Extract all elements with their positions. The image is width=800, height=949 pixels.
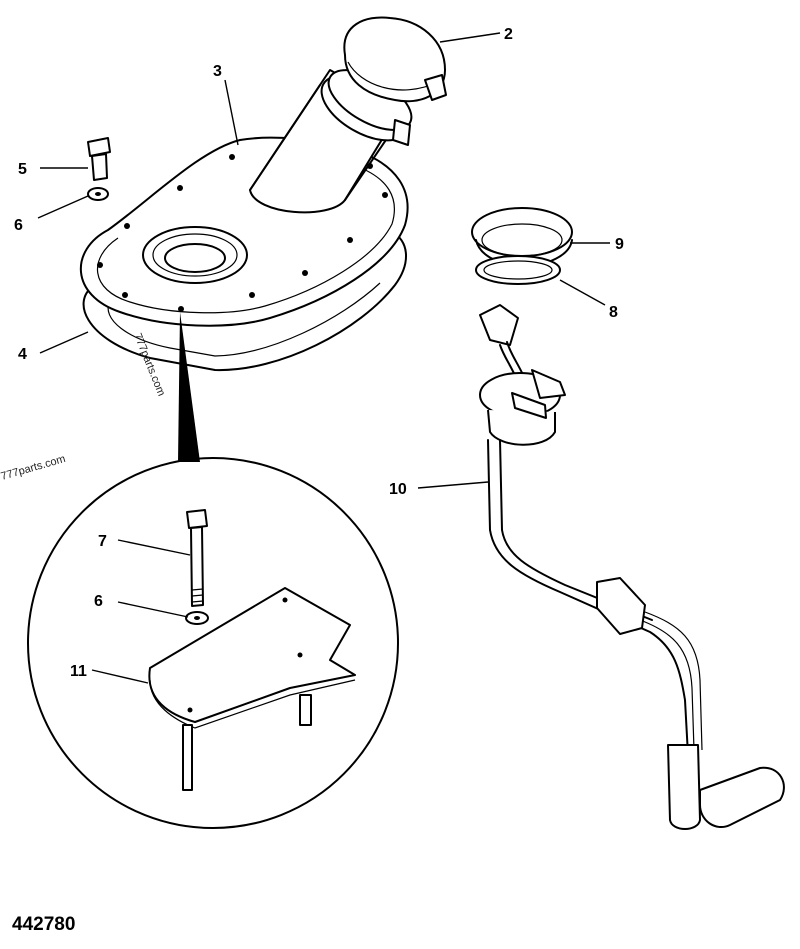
callout-11: 11 <box>70 663 87 680</box>
leader-lines <box>37 32 610 684</box>
watermark-diagonal: 777parts.com <box>0 453 67 483</box>
callout-6-top: 6 <box>14 217 23 234</box>
callout-2: 2 <box>504 26 513 43</box>
callout-5: 5 <box>18 161 27 178</box>
cover-bolt-holes <box>97 154 388 312</box>
detail-view <box>27 457 399 829</box>
filler-cap <box>343 16 447 103</box>
callout-labels: 2 3 4 5 6 6 7 8 9 10 11 <box>14 26 624 680</box>
bolt-5 <box>87 137 111 181</box>
callout-10: 10 <box>389 481 407 498</box>
filler-neck <box>249 69 413 214</box>
callout-7: 7 <box>98 533 107 550</box>
fuel-sender <box>479 304 785 830</box>
drawing-number: 442780 <box>12 914 75 935</box>
callout-4: 4 <box>18 346 27 363</box>
callout-9: 9 <box>615 236 624 253</box>
callout-8: 8 <box>609 304 618 321</box>
seal <box>475 255 561 285</box>
callout-3: 3 <box>213 63 222 80</box>
callout-6-detail: 6 <box>94 593 103 610</box>
detail-pointer <box>178 312 200 462</box>
locking-ring <box>471 207 573 267</box>
